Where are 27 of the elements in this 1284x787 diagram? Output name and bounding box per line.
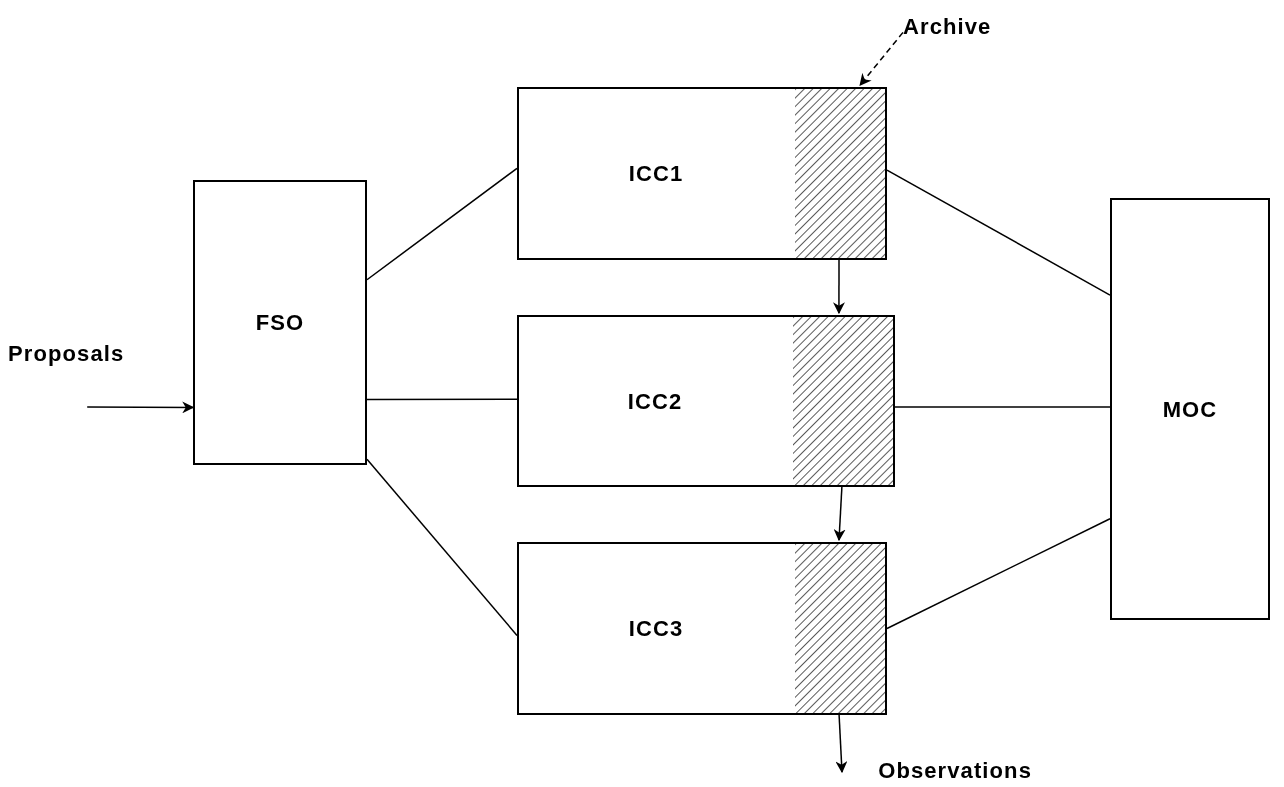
connector-line [832, 257, 845, 315]
connector-line [886, 517, 1111, 630]
box-label: ICC1 [628, 160, 684, 188]
box-label: MOC [1162, 395, 1218, 424]
connector-line [859, 31, 904, 86]
process-box [517, 315, 895, 487]
hatched-area [795, 87, 887, 260]
process-box [193, 180, 367, 465]
connector-line [886, 169, 1111, 296]
connector-line [894, 406, 1111, 408]
connector-line [835, 712, 848, 774]
connector-line [86, 401, 195, 414]
process-box [1110, 198, 1270, 620]
connector-line [366, 458, 518, 637]
process-box [517, 87, 887, 260]
process-box [517, 542, 887, 715]
box-label: Proposals [8, 340, 125, 368]
connector-line [833, 484, 846, 542]
connector-line [366, 398, 518, 401]
hatched-area [793, 315, 895, 487]
connector-line [366, 167, 518, 281]
box-label: ICC2 [627, 387, 683, 416]
box-label: ICC3 [628, 615, 684, 643]
hatched-area [795, 542, 887, 715]
box-label: Observations [878, 756, 1032, 785]
box-label: Archive [903, 13, 992, 41]
box-label: FSO [255, 309, 305, 337]
